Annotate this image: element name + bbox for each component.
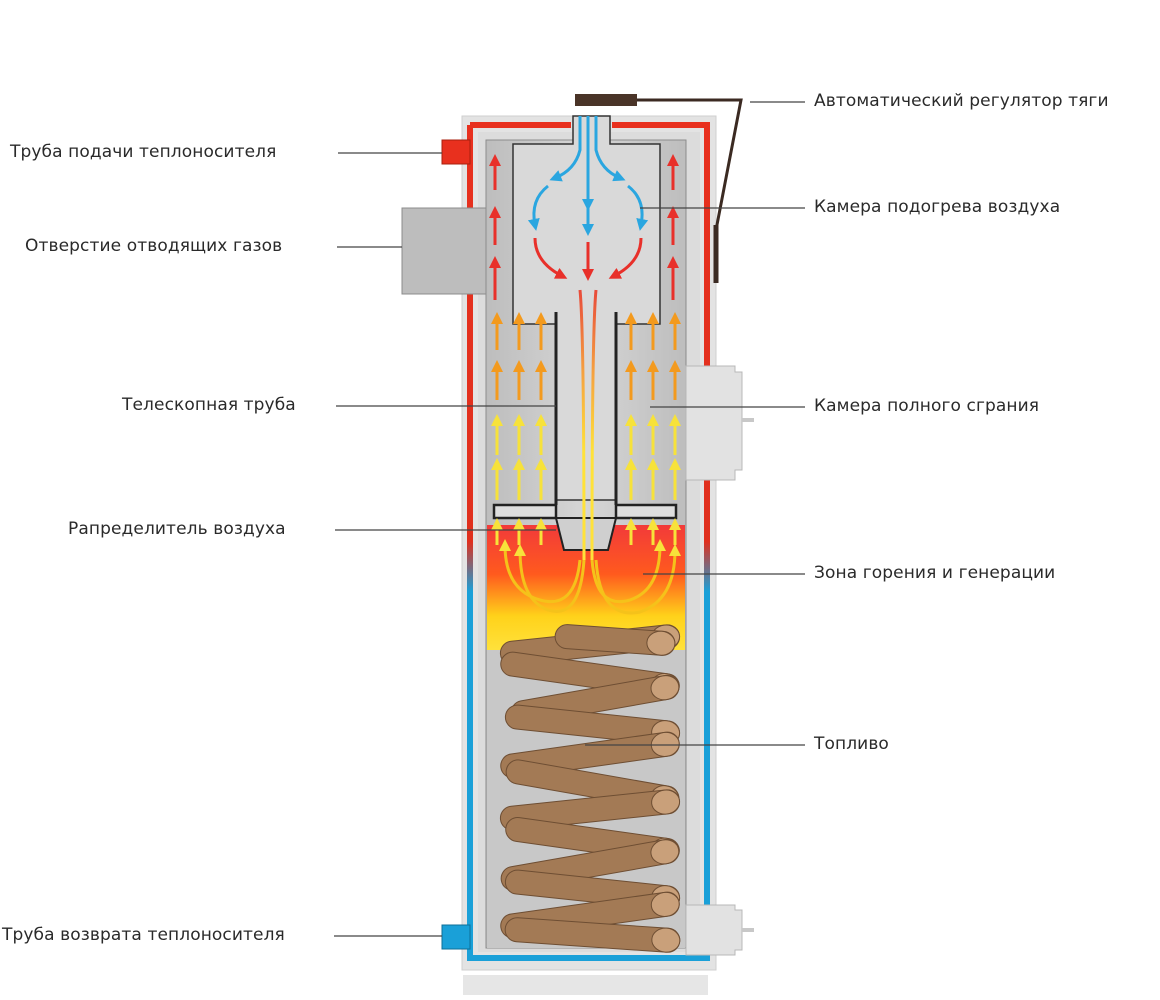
loading-door bbox=[685, 904, 743, 956]
air-distributor-right bbox=[614, 503, 678, 520]
label-afterburn-chamber: Камера полного сграния bbox=[814, 396, 1040, 416]
leader-lines bbox=[334, 101, 805, 937]
firewood-log bbox=[554, 624, 676, 656]
water-jacket bbox=[467, 122, 710, 961]
label-draft-regulator: Автоматический регулятор тяги bbox=[814, 91, 1109, 111]
label-supply-pipe: Труба подачи теплоносителя bbox=[10, 142, 277, 162]
label-fuel: Топливо bbox=[814, 734, 889, 754]
flue-gas-arrows bbox=[489, 154, 681, 545]
flame-flow-arrows bbox=[499, 539, 681, 615]
label-flue-outlet: Отверстие отводящих газов bbox=[25, 236, 283, 256]
supply-pipe bbox=[441, 139, 471, 165]
base-shadow bbox=[463, 975, 708, 995]
firewood-log bbox=[499, 789, 681, 831]
draft-regulator bbox=[575, 94, 637, 106]
label-telescopic-pipe: Телескопная труба bbox=[122, 395, 296, 415]
regulator-chain bbox=[637, 98, 743, 231]
loading-door-handle bbox=[742, 928, 754, 932]
label-air-distributor: Рапределитель воздуха bbox=[68, 519, 286, 539]
air-distributor-left bbox=[492, 503, 558, 520]
firewood-log bbox=[504, 917, 681, 953]
afterburn-door-handle bbox=[742, 418, 754, 422]
flue-outlet bbox=[401, 207, 487, 295]
heated-air-arrows bbox=[533, 237, 643, 281]
label-air-preheat-chamber: Камера подогрева воздуха bbox=[814, 197, 1061, 217]
afterburn-door bbox=[685, 365, 743, 481]
distributor-nozzle bbox=[554, 517, 618, 551]
central-air-streams bbox=[578, 289, 598, 561]
label-combustion-zone: Зона горения и генерации bbox=[814, 563, 1056, 583]
label-return-pipe: Труба возврата теплоносителя bbox=[2, 925, 285, 945]
return-pipe bbox=[441, 924, 471, 950]
cold-air-arrows bbox=[527, 116, 649, 236]
